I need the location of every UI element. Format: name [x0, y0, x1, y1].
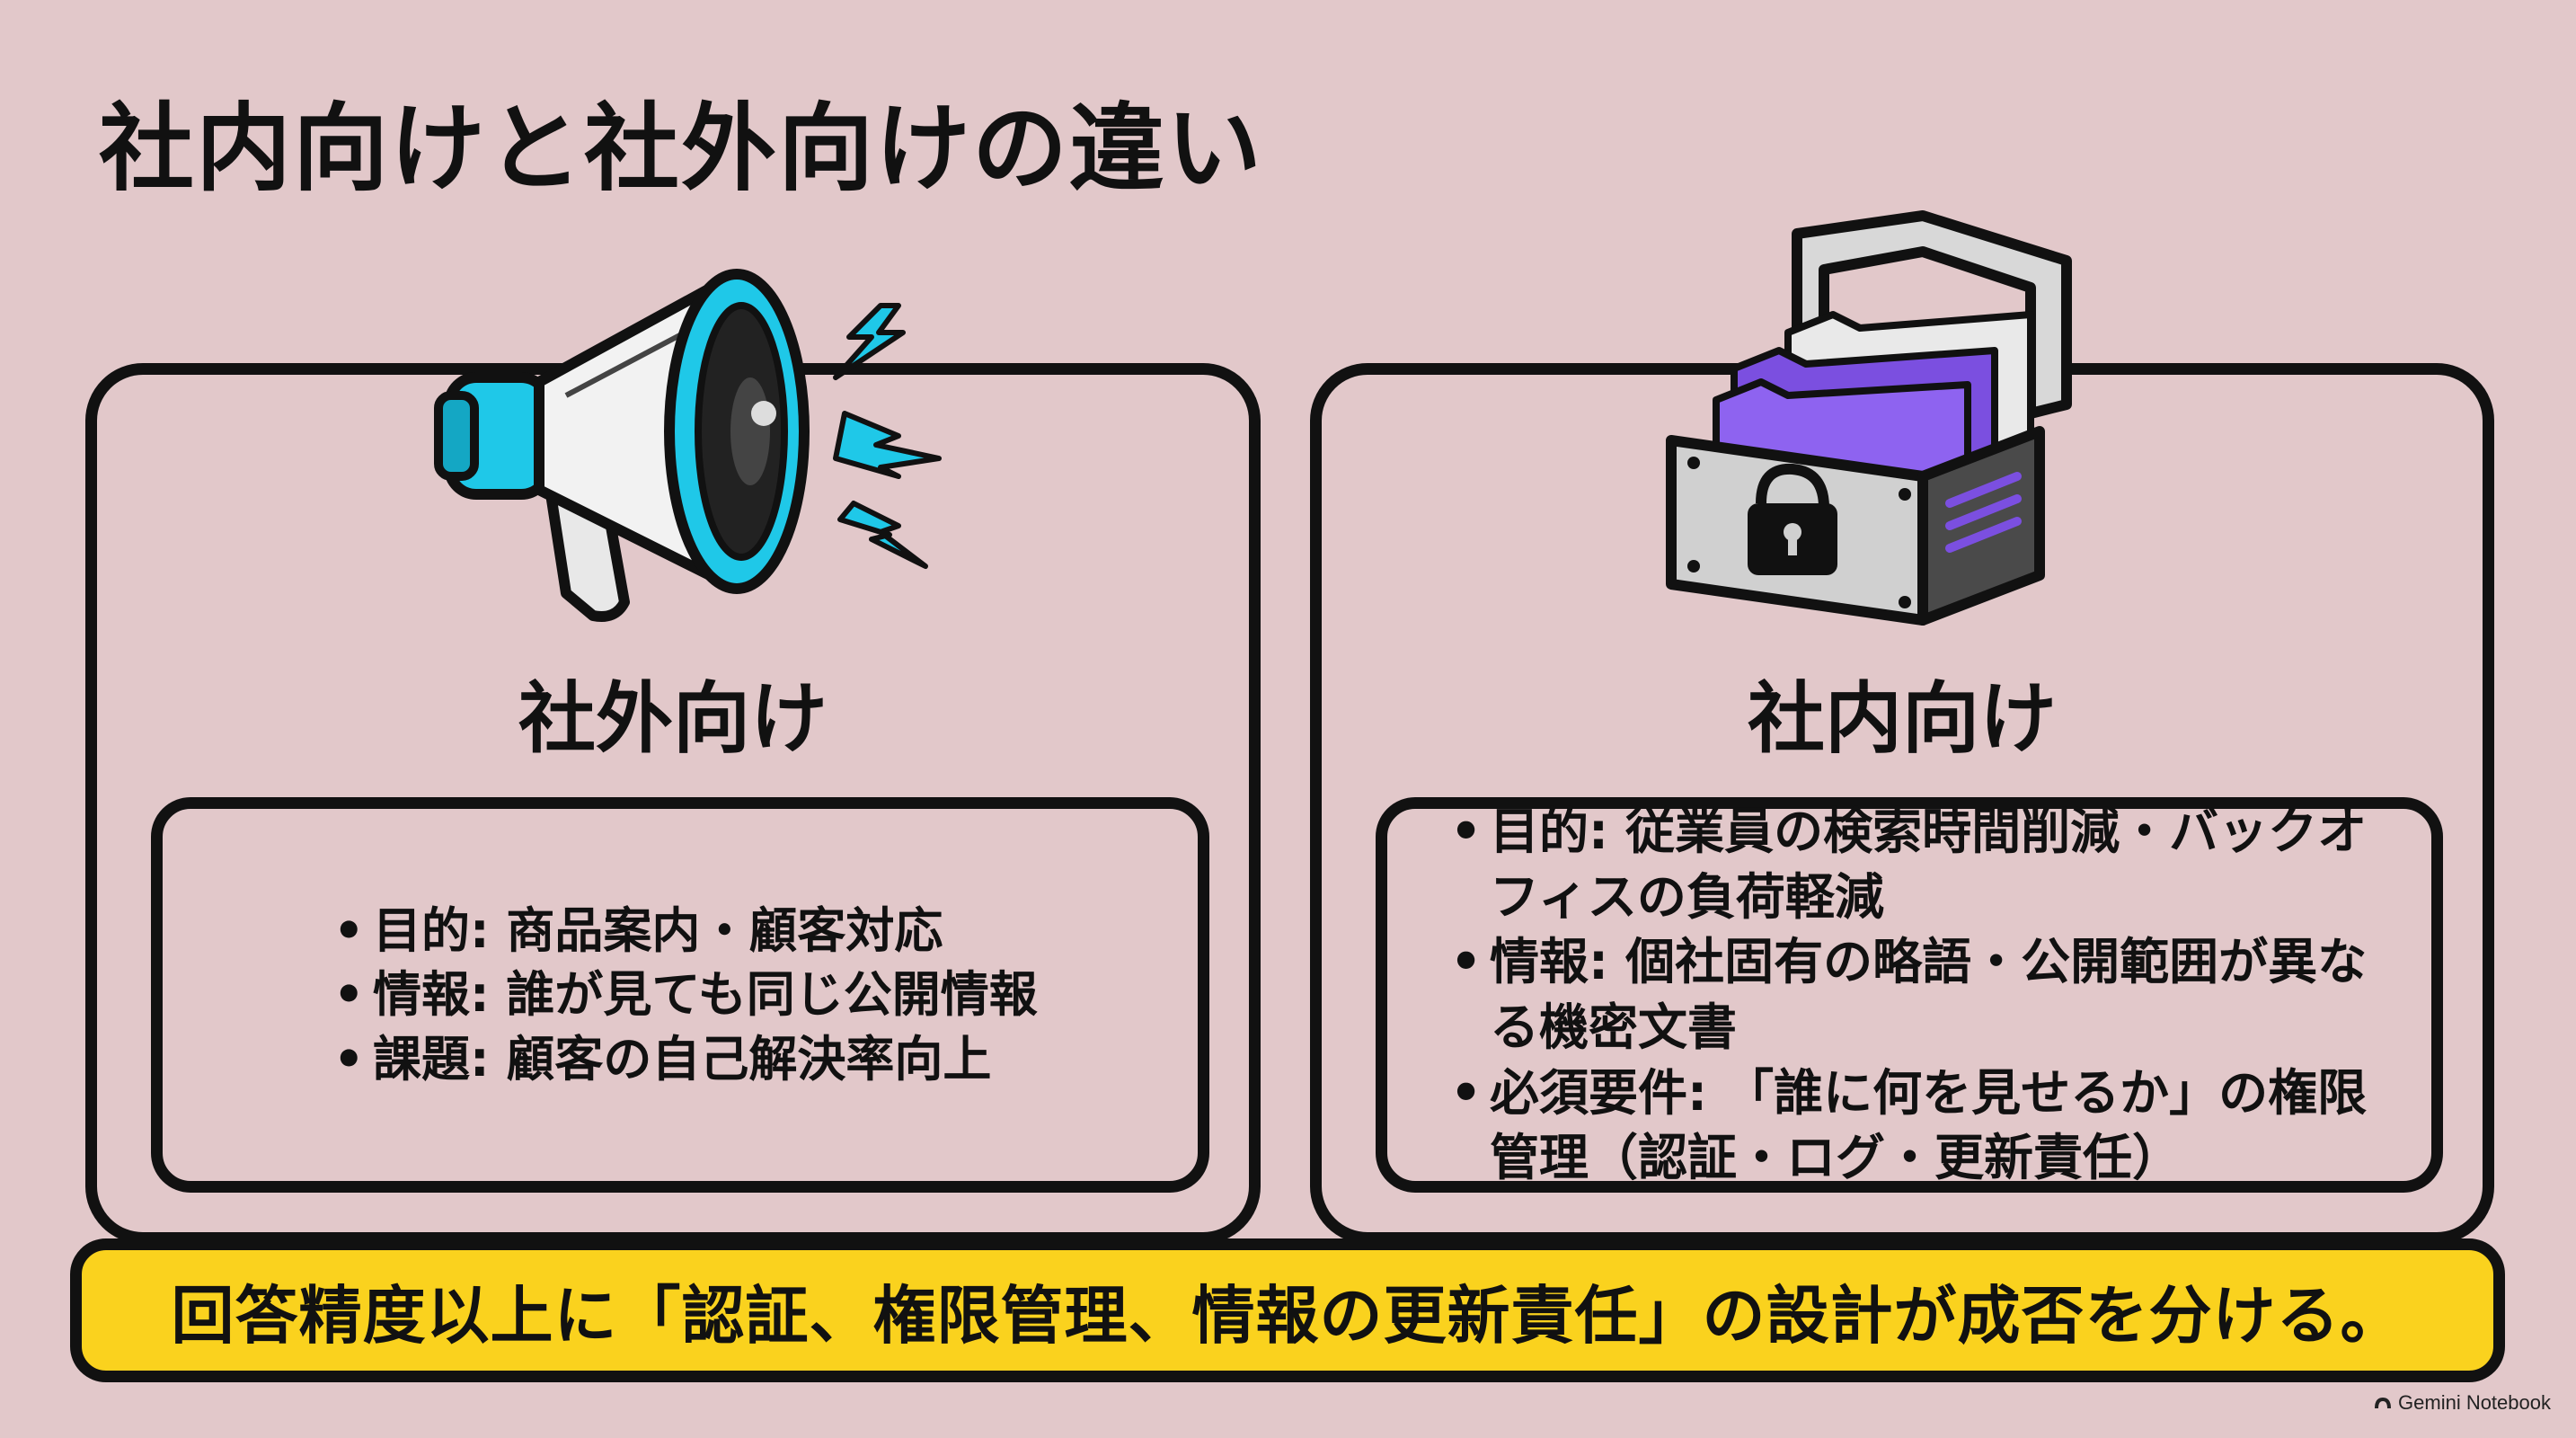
internal-heading: 社内向け: [1748, 674, 2057, 764]
external-bullet-issue: 課題: 顧客の自己解決率向上: [333, 1027, 1038, 1092]
notebook-logo-icon: [2373, 1396, 2393, 1410]
internal-bullet-list: 目的: 従業員の検索時間削減・バックオフィスの負荷軽減 情報: 個社固有の略語・…: [1387, 799, 2385, 1191]
external-bullet-info: 情報: 誰が見ても同じ公開情報: [333, 963, 1038, 1027]
internal-panel: 社内向け 目的: 従業員の検索時間削減・バックオフィスの負荷軽減 情報: 個社固…: [1310, 363, 2494, 1244]
internal-bullet-purpose: 目的: 従業員の検索時間削減・バックオフィスの負荷軽減: [1450, 799, 2385, 929]
external-bullet-purpose: 目的: 商品案内・顧客対応: [333, 899, 1038, 963]
internal-bullet-info: 情報: 個社固有の略語・公開範囲が異なる機密文書: [1450, 929, 2385, 1060]
locked-file-cabinet-icon: [1653, 207, 2120, 656]
slide-title: 社内向けと社外向けの違い: [99, 93, 1263, 204]
megaphone-icon: [431, 234, 988, 647]
external-heading: 社外向け: [518, 674, 828, 764]
internal-bullet-box: 目的: 従業員の検索時間削減・バックオフィスの負荷軽減 情報: 個社固有の略語・…: [1376, 797, 2443, 1193]
footer-brand: Gemini Notebook: [2373, 1391, 2551, 1415]
internal-bullet-requirement: 必須要件: 「誰に何を見せるか」の権限管理（認証・ログ・更新責任）: [1450, 1061, 2385, 1191]
external-bullet-list: 目的: 商品案内・顧客対応 情報: 誰が見ても同じ公開情報 課題: 顧客の自己解…: [163, 899, 1038, 1091]
footer-label: Gemini Notebook: [2398, 1391, 2551, 1414]
external-bullet-box: 目的: 商品案内・顧客対応 情報: 誰が見ても同じ公開情報 課題: 顧客の自己解…: [151, 797, 1209, 1193]
conclusion-banner: 回答精度以上に「認証、権限管理、情報の更新責任」の設計が成否を分ける。: [70, 1238, 2505, 1382]
